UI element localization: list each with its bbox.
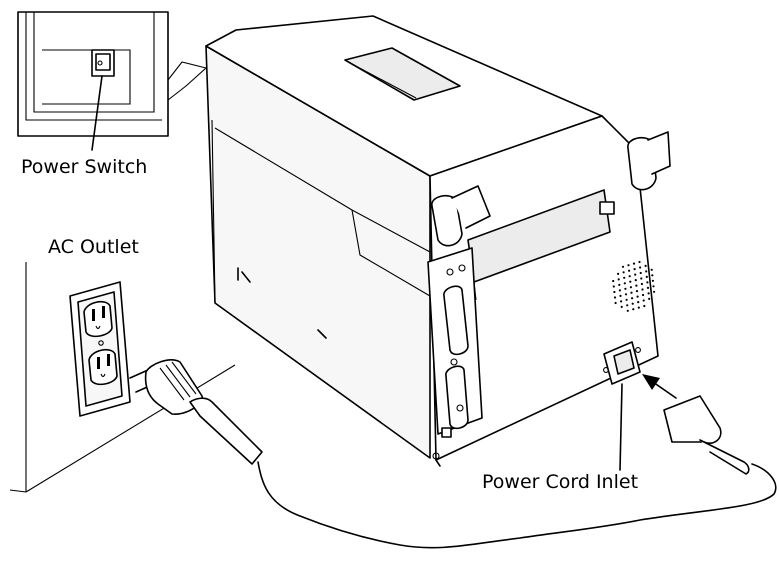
vent-hole xyxy=(632,262,636,265)
wall xyxy=(9,262,236,493)
vent-hole xyxy=(651,274,654,277)
vent-hole xyxy=(646,286,650,289)
vent-hole xyxy=(624,293,628,296)
power-switch-label: Power Switch xyxy=(21,156,147,178)
vent-hole xyxy=(648,297,651,300)
vent-hole xyxy=(617,272,620,275)
vent-hole xyxy=(635,290,639,293)
vent-hole xyxy=(639,266,642,269)
vent-hole xyxy=(638,260,641,264)
power-cord xyxy=(257,461,777,549)
vent-hole xyxy=(634,273,637,276)
vent-hole xyxy=(633,268,636,271)
vent-hole xyxy=(629,286,633,289)
vent-hole xyxy=(637,306,640,309)
vent-hole xyxy=(628,269,631,272)
vent-hole xyxy=(640,282,644,286)
vent-hole xyxy=(637,301,640,304)
power-cord-connector xyxy=(663,395,750,475)
vent-hole xyxy=(612,279,615,283)
vent-hole xyxy=(630,291,633,294)
vent-hole xyxy=(650,268,653,271)
vent-hole xyxy=(636,295,639,298)
vent-hole xyxy=(652,285,655,288)
vent-hole xyxy=(634,279,637,282)
vent-hole xyxy=(641,288,644,291)
ac-outlet-label: AC Outlet xyxy=(48,236,139,258)
printer xyxy=(205,15,671,467)
vent-hole xyxy=(626,304,629,307)
vent-grill xyxy=(612,260,656,312)
vent-hole xyxy=(620,300,623,303)
vent-hole xyxy=(643,304,646,308)
vent-hole xyxy=(623,282,626,285)
vent-hole xyxy=(617,278,620,281)
ac-outlet xyxy=(69,281,131,417)
vent-hole xyxy=(620,305,623,308)
vent-hole xyxy=(631,297,634,300)
vent-hole xyxy=(642,299,645,302)
power-cord-inlet-label: Power Cord Inlet xyxy=(482,471,638,493)
vent-hole xyxy=(646,281,649,284)
power-plug xyxy=(129,359,263,465)
vent-hole xyxy=(621,265,625,268)
vent-hole xyxy=(622,271,625,274)
vent-hole xyxy=(618,283,621,286)
arrow-icon xyxy=(642,374,677,399)
vent-hole xyxy=(623,276,626,279)
vent-hole xyxy=(651,279,655,282)
vent-hole xyxy=(645,275,648,278)
vent-hole xyxy=(612,285,615,288)
vent-hole xyxy=(625,298,628,301)
vent-hole xyxy=(626,309,629,312)
vent-hole xyxy=(640,277,643,280)
vent-hole xyxy=(614,301,617,305)
vent-hole xyxy=(653,290,656,293)
vent-hole xyxy=(639,271,642,275)
vent-hole xyxy=(619,294,622,297)
vent-hole xyxy=(618,289,622,292)
vent-hole xyxy=(642,293,645,297)
vent-hole xyxy=(613,290,616,294)
vent-hole xyxy=(644,264,647,267)
vent-hole xyxy=(645,270,648,273)
power-cord-inlet xyxy=(603,341,641,385)
vent-hole xyxy=(629,280,632,283)
vent-hole xyxy=(647,292,650,295)
vent-hole xyxy=(628,275,631,278)
vent-hole xyxy=(624,287,627,290)
vent-hole xyxy=(613,296,617,299)
vent-hole xyxy=(632,308,635,311)
vent-hole xyxy=(627,264,630,267)
power-switch-callout xyxy=(17,11,208,151)
vent-hole xyxy=(631,302,634,305)
vent-hole xyxy=(635,284,638,287)
